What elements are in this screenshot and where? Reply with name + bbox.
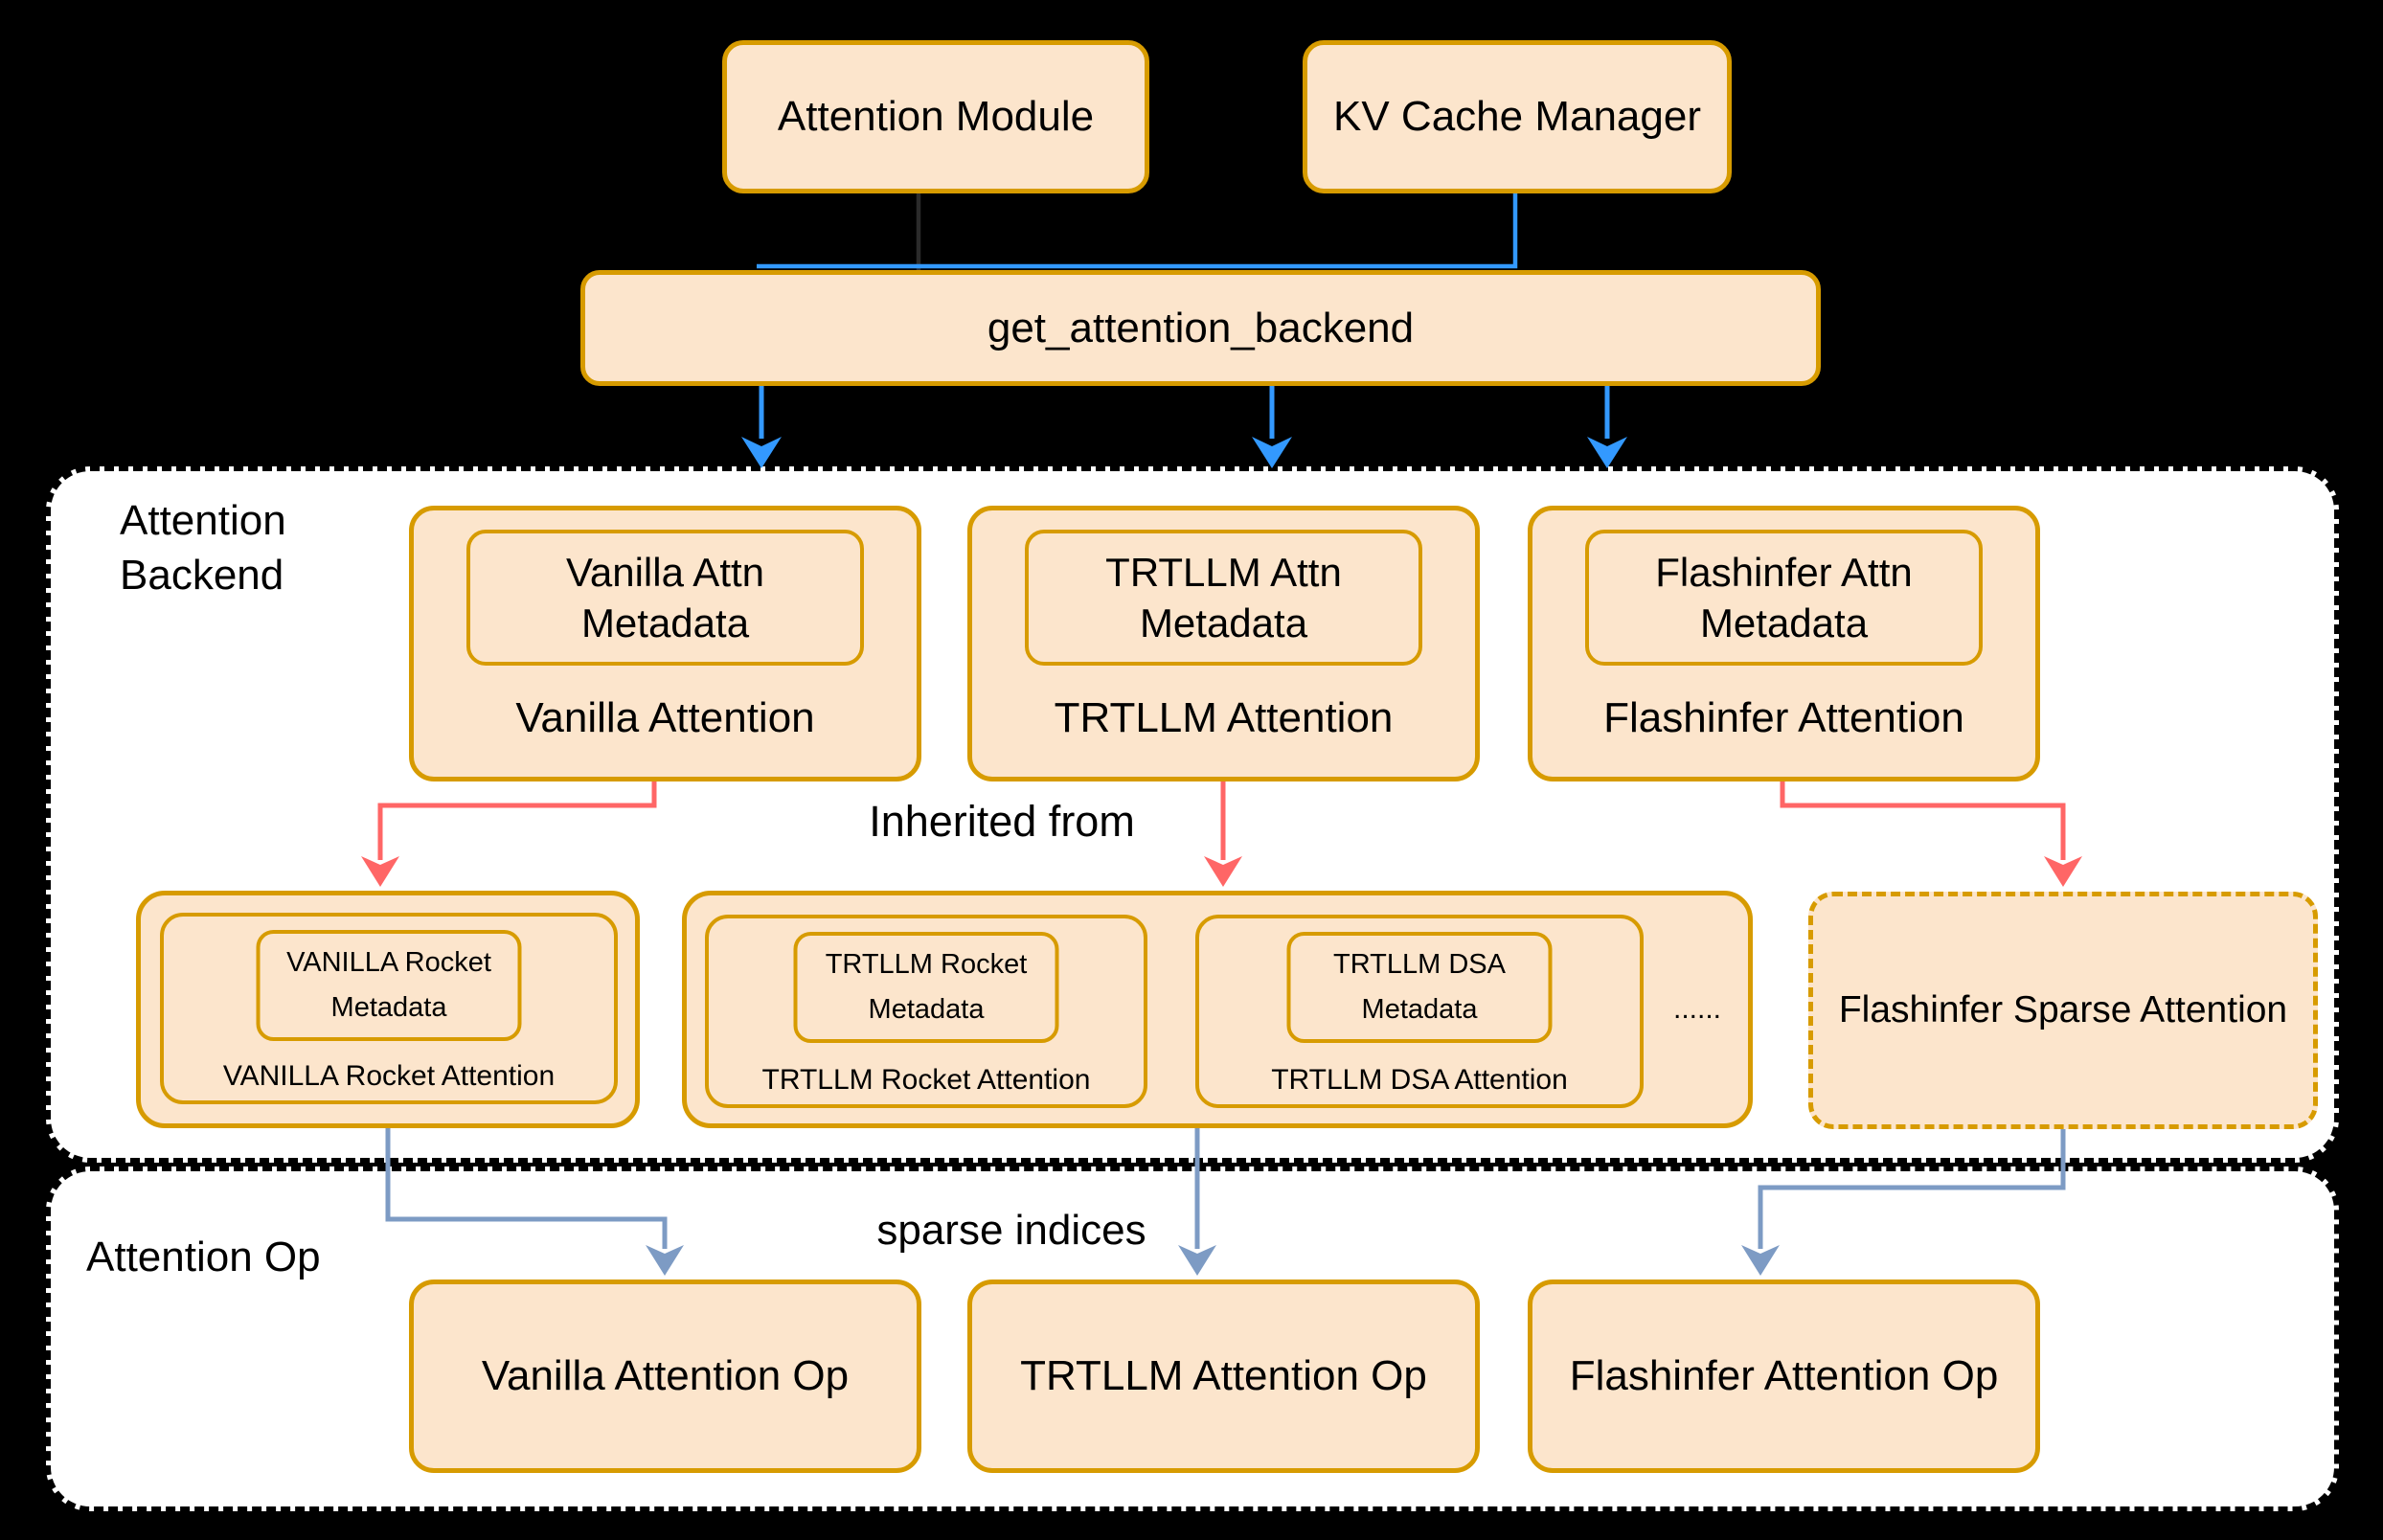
vanilla-rocket-attention-box: VANILLA Rocket Metadata VANILLA Rocket A… <box>160 913 618 1104</box>
flashinfer-attn-metadata-line1: Flashinfer Attn <box>1655 550 1913 595</box>
vanilla-attention-op-label: Vanilla Attention Op <box>481 1352 850 1399</box>
edge-sparse-to-op <box>1741 1129 2066 1276</box>
trtllm-attention-op-node: TRTLLM Attention Op <box>967 1280 1480 1473</box>
trtllm-attention-node: TRTLLM Attn Metadata TRTLLM Attention <box>967 506 1480 781</box>
inherited-from-label: Inherited from <box>869 797 1135 846</box>
kv-cache-manager-label: KV Cache Manager <box>1333 93 1701 140</box>
trtllm-rocket-metadata-line2: Metadata <box>868 994 985 1025</box>
attention-module-label: Attention Module <box>777 93 1095 140</box>
trtllm-dsa-metadata-line1: TRTLLM DSA <box>1333 949 1506 980</box>
trtllm-rocket-attention-box: TRTLLM Rocket Metadata TRTLLM Rocket Att… <box>705 915 1147 1108</box>
flashinfer-sparse-attention-node: Flashinfer Sparse Attention <box>1808 892 2318 1129</box>
trtllm-rocket-attention-label: TRTLLM Rocket Attention <box>761 1064 1091 1096</box>
vanilla-rocket-outer-box: VANILLA Rocket Metadata VANILLA Rocket A… <box>136 891 640 1128</box>
edge-trtllm-to-trtllm-group <box>1204 781 1242 887</box>
trtllm-dsa-attention-box: TRTLLM DSA Metadata TRTLLM DSA Attention <box>1195 915 1644 1108</box>
vanilla-attn-metadata-line2: Metadata <box>580 600 750 645</box>
edge-vanilla-to-vanilla-rocket <box>361 781 657 887</box>
flashinfer-attention-label: Flashinfer Attention <box>1603 694 1964 741</box>
trtllm-attn-metadata-box: TRTLLM Attn Metadata <box>1025 530 1422 666</box>
edge-get-backend-to-flashinfer <box>1587 386 1627 468</box>
trtllm-attention-label: TRTLLM Attention <box>1054 694 1394 741</box>
attention-module-node: Attention Module <box>722 40 1149 193</box>
edge-get-backend-to-trtllm <box>1252 386 1292 468</box>
trtllm-dsa-metadata-line2: Metadata <box>1361 994 1478 1025</box>
attention-backend-label-line2: Backend <box>120 552 284 599</box>
vanilla-attention-node: Vanilla Attn Metadata Vanilla Attention <box>409 506 921 781</box>
attention-op-section-label: Attention Op <box>86 1234 321 1280</box>
trtllm-rocket-metadata-box: TRTLLM Rocket Metadata <box>793 932 1059 1043</box>
vanilla-rocket-metadata-line2: Metadata <box>330 992 447 1023</box>
flashinfer-attention-node: Flashinfer Attn Metadata Flashinfer Atte… <box>1528 506 2040 781</box>
flashinfer-attention-op-label: Flashinfer Attention Op <box>1569 1352 1999 1399</box>
flashinfer-attention-op-node: Flashinfer Attention Op <box>1528 1280 2040 1473</box>
trtllm-attn-metadata-line1: TRTLLM Attn <box>1105 550 1342 595</box>
edge-flashinfer-to-sparse <box>1780 781 2082 887</box>
flashinfer-attn-metadata-line2: Metadata <box>1699 600 1869 645</box>
kv-cache-manager-node: KV Cache Manager <box>1303 40 1732 193</box>
flashinfer-attn-metadata-box: Flashinfer Attn Metadata <box>1585 530 1983 666</box>
get-attention-backend-label: get_attention_backend <box>987 304 1415 351</box>
sparse-indices-label: sparse indices <box>876 1207 1146 1254</box>
flashinfer-sparse-attention-label: Flashinfer Sparse Attention <box>1838 989 2288 1030</box>
more-backends-ellipsis: ...... <box>1672 993 1721 1025</box>
trtllm-attn-metadata-line2: Metadata <box>1139 600 1308 645</box>
edge-kv-cache-to-get-backend <box>757 193 1518 269</box>
edge-get-backend-to-vanilla <box>741 386 782 468</box>
edge-trtllm-group-to-op <box>1178 1128 1216 1276</box>
trtllm-rocket-metadata-line1: TRTLLM Rocket <box>825 949 1028 980</box>
trtllm-dsa-metadata-box: TRTLLM DSA Metadata <box>1286 932 1553 1043</box>
vanilla-rocket-metadata-line1: VANILLA Rocket <box>286 947 491 978</box>
vanilla-rocket-attention-label: VANILLA Rocket Attention <box>222 1060 556 1092</box>
vanilla-attn-metadata-box: Vanilla Attn Metadata <box>466 530 864 666</box>
trtllm-variants-group-box: TRTLLM Rocket Metadata TRTLLM Rocket Att… <box>682 891 1753 1128</box>
attention-backend-label-line1: Attention <box>120 497 286 544</box>
vanilla-attn-metadata-line1: Vanilla Attn <box>565 550 765 595</box>
attention-backend-section-label: Attention Backend <box>120 493 286 602</box>
trtllm-attention-op-label: TRTLLM Attention Op <box>1020 1352 1427 1399</box>
edge-vanilla-rocket-to-op <box>385 1128 684 1276</box>
trtllm-dsa-attention-label: TRTLLM DSA Attention <box>1271 1064 1568 1096</box>
vanilla-rocket-metadata-box: VANILLA Rocket Metadata <box>256 930 522 1041</box>
get-attention-backend-node: get_attention_backend <box>580 270 1821 386</box>
vanilla-attention-label: Vanilla Attention <box>515 694 815 741</box>
vanilla-attention-op-node: Vanilla Attention Op <box>409 1280 921 1473</box>
